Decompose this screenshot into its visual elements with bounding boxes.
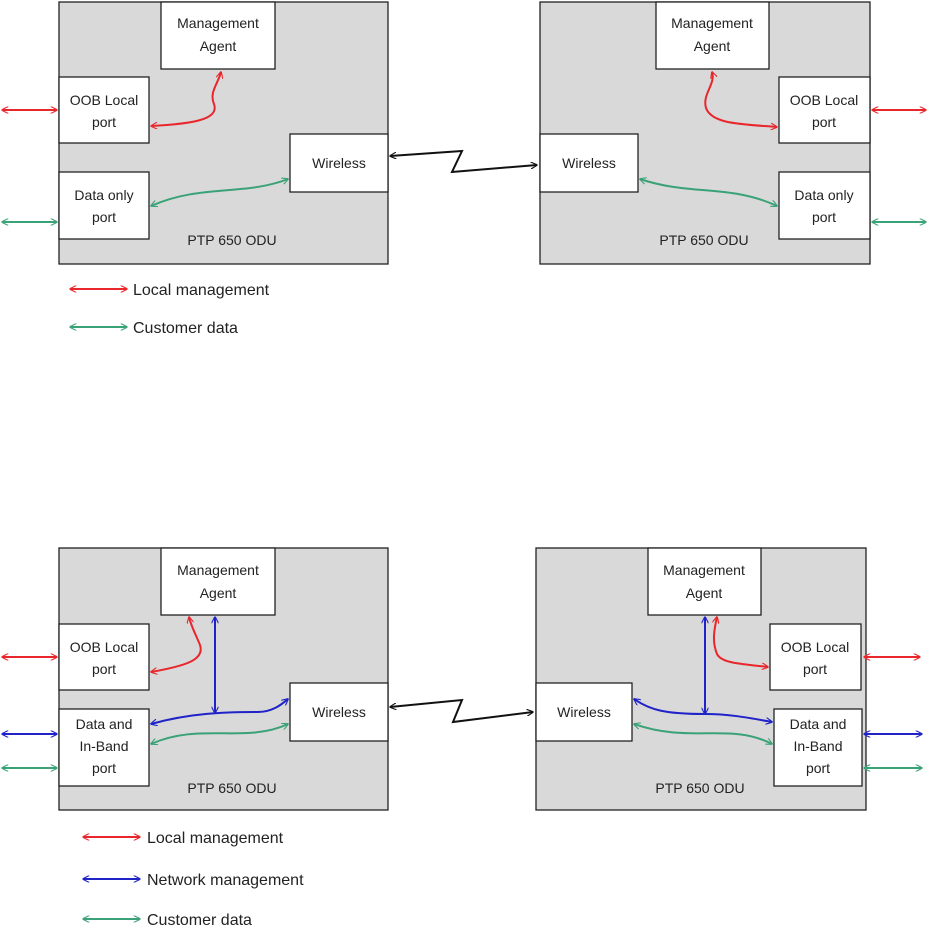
data-port-line3: port (92, 760, 116, 776)
oob-port-line2: port (803, 661, 827, 677)
top-left-odu: Management Agent OOB Local port Data onl… (58, 1, 389, 265)
management-agent-line2: Agent (200, 38, 237, 54)
management-agent-line2: Agent (686, 585, 723, 601)
oob-port-line1: OOB Local (790, 92, 858, 108)
wireless-box: Wireless (539, 133, 639, 193)
data-port-line1: Data and (790, 716, 847, 732)
bottom-right-odu: Management Agent OOB Local port Data and… (535, 547, 867, 811)
legend-network-management-label: Network management (147, 872, 304, 889)
oob-local-port-box: OOB Local port (769, 623, 862, 691)
management-agent-box: Management Agent (647, 547, 762, 616)
oob-port-line2: port (812, 114, 836, 130)
management-agent-box: Management Agent (160, 547, 276, 616)
odu-label: PTP 650 ODU (659, 232, 748, 248)
wireless-box: Wireless (535, 682, 633, 742)
oob-port-line2: port (92, 114, 116, 130)
wireless-box: Wireless (289, 133, 389, 193)
customer-data-arrow (151, 724, 288, 744)
legend-local-management-label: Local management (147, 830, 284, 847)
management-agent-box: Management Agent (655, 1, 770, 70)
customer-data-arrow (151, 179, 288, 206)
network-management-arrow (151, 699, 288, 724)
top-diagram: Management Agent OOB Local port Data onl… (2, 1, 926, 337)
data-port-line3: port (806, 760, 830, 776)
data-in-band-port-box: Data and In-Band port (58, 708, 150, 787)
odu-label: PTP 650 ODU (655, 780, 744, 796)
odu-label: PTP 650 ODU (187, 232, 276, 248)
bottom-left-odu: Management Agent OOB Local port Data and… (58, 547, 389, 811)
data-in-band-port-box: Data and In-Band port (773, 708, 863, 787)
top-legend: Local management Customer data (70, 282, 270, 337)
management-agent-line2: Agent (200, 585, 237, 601)
data-only-port-box: Data only port (58, 171, 150, 240)
local-management-arrow (151, 617, 202, 672)
data-only-port-box: Data only port (778, 171, 871, 240)
wireless-label: Wireless (312, 155, 366, 171)
management-agent-box: Management Agent (160, 1, 276, 70)
data-port-line2: In-Band (79, 738, 128, 754)
legend-customer-data-label: Customer data (147, 912, 252, 929)
wireless-label: Wireless (562, 155, 616, 171)
oob-port-line1: OOB Local (70, 639, 138, 655)
data-port-line1: Data only (74, 187, 133, 203)
bottom-diagram: Management Agent OOB Local port Data and… (2, 547, 922, 929)
local-management-arrow (151, 72, 221, 126)
oob-local-port-box: OOB Local port (778, 76, 871, 144)
data-port-line1: Data and (76, 716, 133, 732)
management-agent-line1: Management (177, 15, 259, 31)
data-port-line1: Data only (794, 187, 853, 203)
bottom-legend: Local management Network management Cust… (83, 830, 304, 929)
wireless-link-arrow (390, 698, 533, 724)
customer-data-arrow (634, 724, 772, 744)
oob-local-port-box: OOB Local port (58, 76, 150, 144)
data-port-line2: port (92, 209, 116, 225)
management-agent-line1: Management (671, 15, 753, 31)
management-agent-line1: Management (177, 562, 259, 578)
oob-port-line2: port (92, 661, 116, 677)
oob-port-line1: OOB Local (70, 92, 138, 108)
oob-local-port-box: OOB Local port (58, 623, 150, 691)
wireless-box: Wireless (289, 682, 389, 742)
top-right-odu: Management Agent OOB Local port Data onl… (539, 1, 871, 265)
management-agent-line1: Management (663, 562, 745, 578)
data-port-line2: port (812, 209, 836, 225)
odu-label: PTP 650 ODU (187, 780, 276, 796)
management-agent-line2: Agent (694, 38, 731, 54)
wireless-label: Wireless (312, 704, 366, 720)
oob-port-line1: OOB Local (781, 639, 849, 655)
local-management-arrow (704, 72, 777, 127)
local-management-arrow (714, 617, 768, 667)
legend-local-management-label: Local management (133, 282, 270, 299)
customer-data-arrow (640, 179, 777, 206)
legend-customer-data-label: Customer data (133, 320, 238, 337)
wireless-label: Wireless (557, 704, 611, 720)
data-port-line2: In-Band (793, 738, 842, 754)
wireless-link-arrow (390, 149, 537, 174)
